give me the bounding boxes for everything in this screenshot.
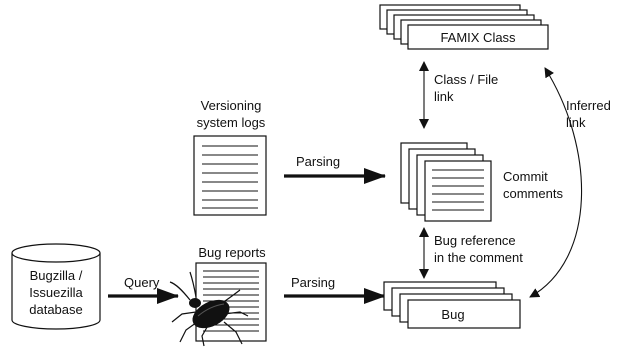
famix-class-label: FAMIX Class — [440, 30, 516, 45]
query-label: Query — [124, 275, 160, 290]
versioning-log-document — [193, 135, 267, 216]
database-cylinder — [11, 243, 101, 330]
parsing-top-label: Parsing — [296, 154, 340, 169]
commit-comments-label-line1: Commit — [503, 169, 548, 184]
commit-comments-label-line2: comments — [503, 186, 563, 201]
commit-comments-stack — [400, 142, 492, 222]
database-label-line1: Bugzilla / — [30, 268, 83, 283]
database-label-line3: database — [29, 302, 83, 317]
versioning-label-line1: Versioning — [201, 98, 262, 113]
inferred-link-label-line2: link — [566, 115, 586, 130]
bug-reports-label: Bug reports — [198, 245, 266, 260]
inferred-link-label-line1: Inferred — [566, 98, 611, 113]
versioning-label-line2: system logs — [197, 115, 266, 130]
bug-reference-label-line1: Bug reference — [434, 233, 516, 248]
bug-icon — [169, 271, 249, 347]
class-file-link-label-line2: link — [434, 89, 454, 104]
database-label-line2: Issuezilla — [29, 285, 83, 300]
bug-label: Bug — [441, 307, 464, 322]
bug-reference-label-line2: in the comment — [434, 250, 523, 265]
famix-class-stack — [379, 4, 549, 50]
inferred-link-curve — [529, 67, 583, 298]
parsing-bottom-label: Parsing — [291, 275, 335, 290]
class-file-link-label-line1: Class / File — [434, 72, 498, 87]
bug-stack — [383, 281, 521, 329]
